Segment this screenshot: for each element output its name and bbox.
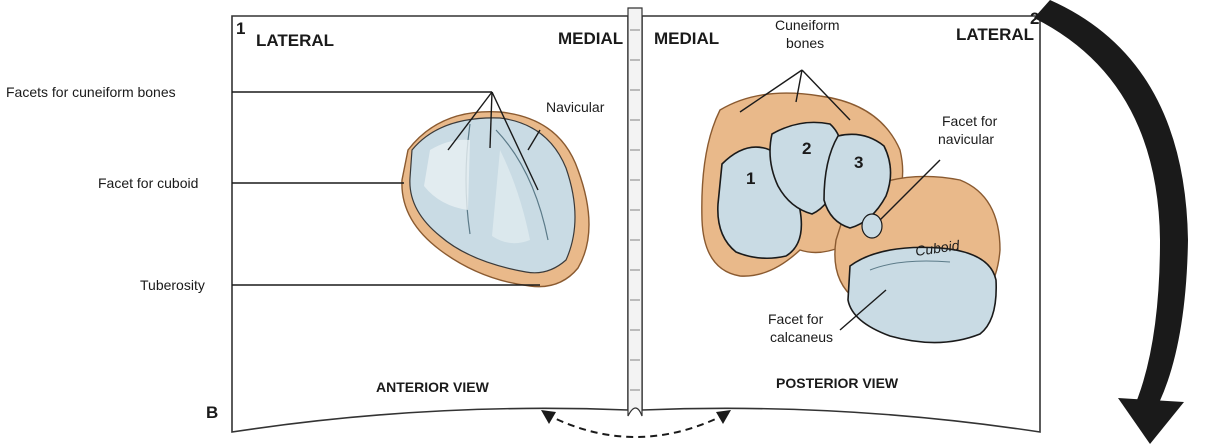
left-page-medial-label: MEDIAL [558, 29, 623, 48]
anterior-view-label: ANTERIOR VIEW [376, 379, 490, 395]
right-page-number: 2 [1030, 9, 1039, 28]
facet-calcaneus-label-line1: Facet for [768, 311, 824, 327]
flip-arrowhead-right-icon [716, 410, 731, 424]
left-page-lateral-label: LATERAL [256, 31, 334, 50]
facet-cuboid-label: Facet for cuboid [98, 175, 198, 191]
posterior-view-label: POSTERIOR VIEW [776, 375, 899, 391]
facet-navicular-label-line2: navicular [938, 131, 994, 147]
navicular-facet-on-cuboid [862, 214, 882, 238]
rotation-arrowhead-icon [1118, 398, 1184, 444]
left-page-number: 1 [236, 19, 245, 38]
tuberosity-label: Tuberosity [140, 277, 205, 293]
cuneiform-number-1: 1 [746, 169, 755, 188]
figure-letter: B [206, 403, 218, 422]
facets-cuneiform-label: Facets for cuneiform bones [6, 84, 176, 100]
facet-navicular-label-line1: Facet for [942, 113, 998, 129]
cuneiform-bones-label-line2: bones [786, 35, 824, 51]
navicular-label: Navicular [546, 99, 605, 115]
page-spine [628, 8, 642, 416]
rotation-arrow [1034, 0, 1188, 420]
right-page-lateral-label: LATERAL [956, 25, 1034, 44]
cuneiform-number-3: 3 [854, 153, 863, 172]
cuneiform-bones-label-line1: Cuneiform [775, 17, 840, 33]
flip-arrow [546, 414, 726, 437]
cuneiform-number-2: 2 [802, 139, 811, 158]
flip-arrowhead-left-icon [541, 410, 556, 424]
right-page-medial-label: MEDIAL [654, 29, 719, 48]
facet-calcaneus-label-line2: calcaneus [770, 329, 833, 345]
